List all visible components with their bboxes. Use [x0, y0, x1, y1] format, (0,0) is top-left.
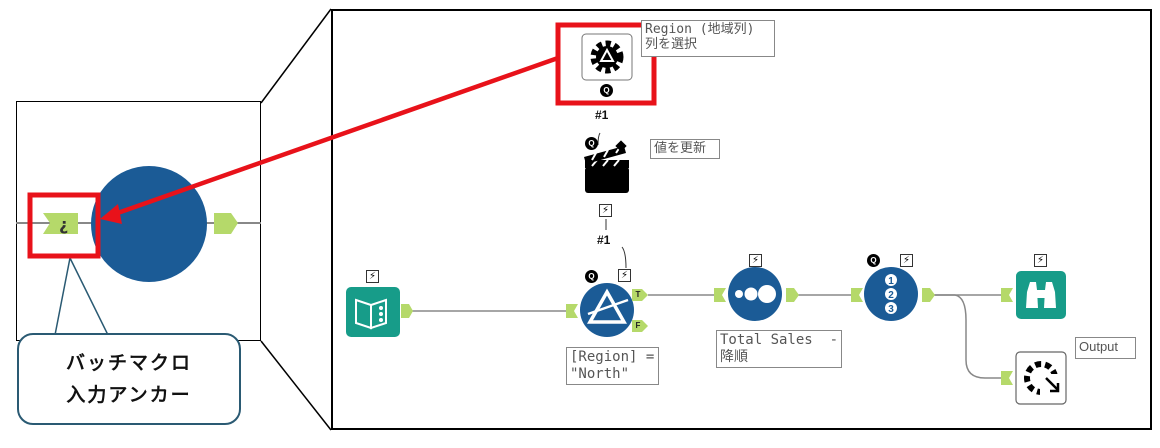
output-anchor[interactable] — [214, 213, 238, 234]
filter-true-label: T — [635, 290, 641, 299]
action-q-badge: Q — [585, 137, 598, 150]
recordid-q-badge: Q — [867, 254, 880, 267]
zoom-guide-top — [260, 8, 332, 104]
connection-label-bottom: #1 — [597, 233, 611, 247]
control-parameter-annotation: Region (地域列) 列を選択 — [641, 20, 775, 57]
sort-annotation: Total Sales - 降順 — [716, 330, 842, 368]
zoom-detail-canvas: ¿ — [16, 166, 261, 282]
macro-output-annotation: Output — [1075, 337, 1136, 359]
action-bolt-badge: ⚡ — [599, 204, 612, 217]
filter-false-label: F — [635, 321, 641, 330]
callout-line-2: 入力アンカー — [66, 384, 192, 406]
sort-bolt-badge: ⚡ — [749, 254, 762, 267]
control-parameter-q-badge: Q — [600, 84, 613, 97]
filter-annotation: [Region] = "North" — [566, 347, 659, 385]
zoom-guide-bottom — [260, 340, 332, 431]
browse-bolt-badge: ⚡ — [1034, 254, 1047, 267]
recordid-bolt-badge: ⚡ — [900, 254, 913, 267]
macro-tool-circle[interactable] — [91, 166, 207, 282]
filter-q-badge: Q — [585, 270, 598, 283]
input-bolt-badge: ⚡ — [366, 270, 379, 283]
zoom-detail-box: ¿ — [16, 101, 261, 341]
connection-label-top: #1 — [595, 108, 609, 122]
question-icon: ¿ — [59, 215, 68, 234]
filter-bolt-badge: ⚡ — [618, 269, 631, 282]
batch-macro-input-callout: バッチマクロ 入力アンカー — [17, 333, 241, 425]
callout-line-1: バッチマクロ — [65, 352, 192, 374]
action-annotation: 値を更新 — [650, 139, 720, 159]
